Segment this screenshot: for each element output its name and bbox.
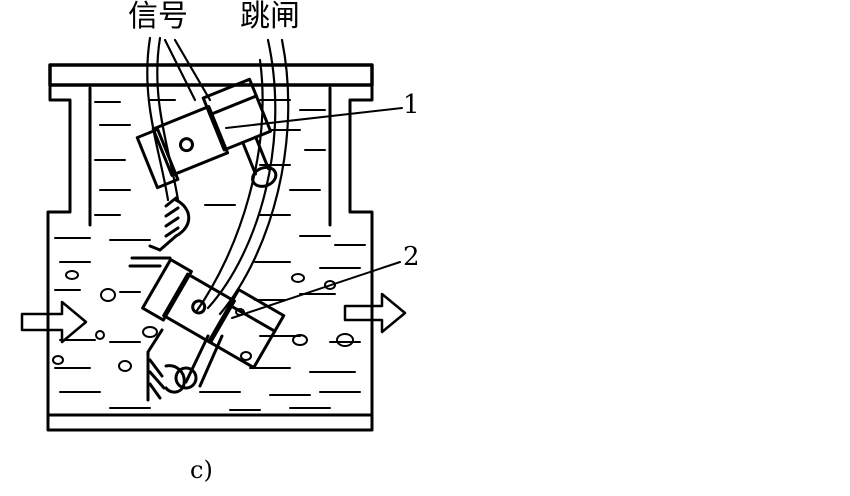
upper-pivot-hole: [178, 137, 194, 153]
lower-pivot-bracket: [141, 258, 193, 322]
relay-housing: [46, 63, 374, 432]
housing-body: [46, 83, 374, 432]
oil-hatching: [54, 99, 366, 411]
lower-switch-lead: [184, 334, 224, 388]
part-2-label: 2: [403, 242, 420, 272]
lower-float-assembly: [141, 258, 286, 370]
trip-label: 跳闸: [240, 0, 300, 34]
lower-mercury-switch: [207, 288, 286, 370]
upper-float-body: [151, 105, 230, 177]
part-1-label: 1: [403, 90, 420, 120]
lower-contact-support: [128, 256, 186, 402]
signal-wires: [146, 36, 212, 202]
gas-bubbles: [52, 270, 354, 372]
figure-caption: c): [190, 456, 213, 484]
housing-cover: [48, 63, 374, 87]
signal-label: 信号: [128, 0, 188, 34]
trip-wires: [194, 38, 290, 316]
upper-chamber-inner: [88, 86, 332, 227]
upper-mercury-switch: [201, 77, 273, 152]
inlet-arrow: [20, 300, 88, 344]
upper-contact-support: [148, 196, 191, 252]
upper-switch-lead: [241, 135, 270, 176]
leader-line-2: [231, 261, 401, 319]
leader-line-1: [225, 107, 403, 129]
outlet-arrow: [343, 292, 407, 334]
